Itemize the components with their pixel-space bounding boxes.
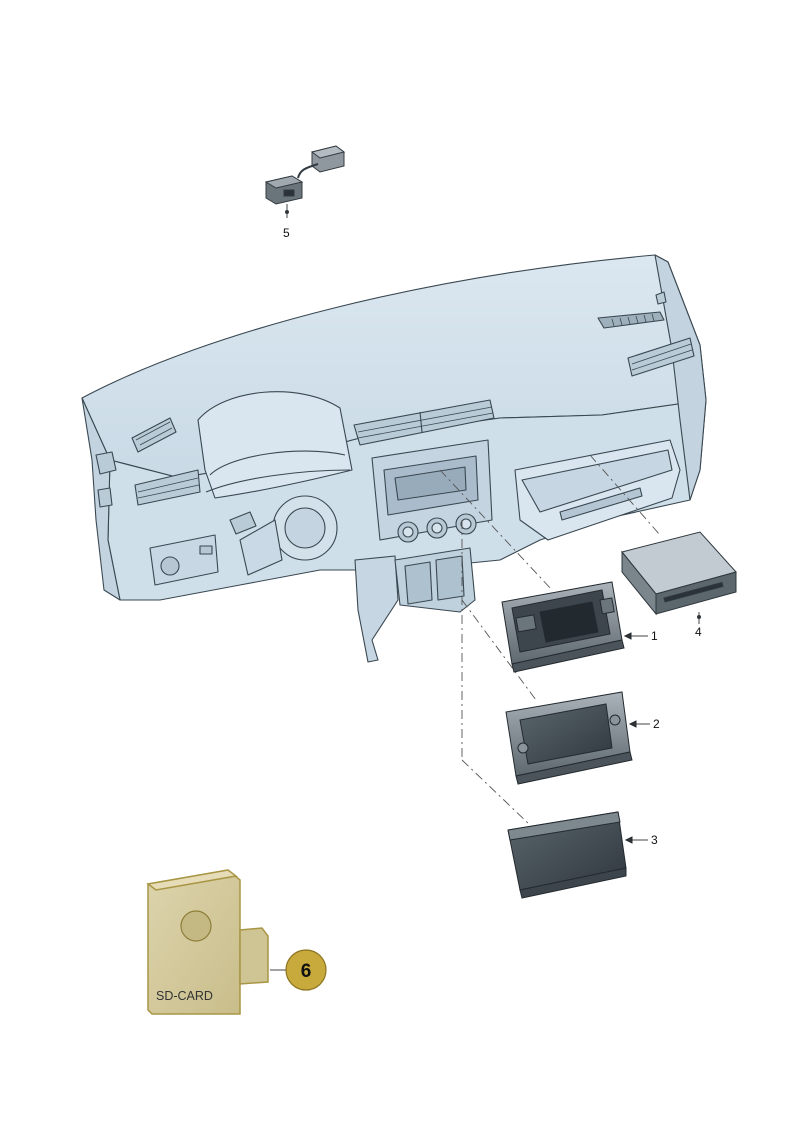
callout-3: 3 <box>651 833 658 847</box>
dashboard-assembly <box>81 254 707 663</box>
callout-badge-6: 6 <box>285 949 327 991</box>
part-2-touchscreen <box>505 691 650 785</box>
sd-card-label: SD-CARD <box>156 989 213 1003</box>
callout-2: 2 <box>653 717 660 731</box>
part-6-sd-card: SD-CARD <box>146 869 269 1015</box>
part-5-connector <box>264 145 346 218</box>
part-1-radio-unit <box>501 581 648 673</box>
callout-4: 4 <box>695 625 702 639</box>
part-4-control-unit <box>621 531 737 624</box>
callout-5: 5 <box>283 226 290 240</box>
part-3-trim-panel <box>507 811 648 899</box>
assembly-guide-lines <box>439 454 661 826</box>
svg-text:6: 6 <box>301 961 312 982</box>
callout-1: 1 <box>651 629 658 643</box>
sd-card-hole-icon <box>180 910 212 942</box>
